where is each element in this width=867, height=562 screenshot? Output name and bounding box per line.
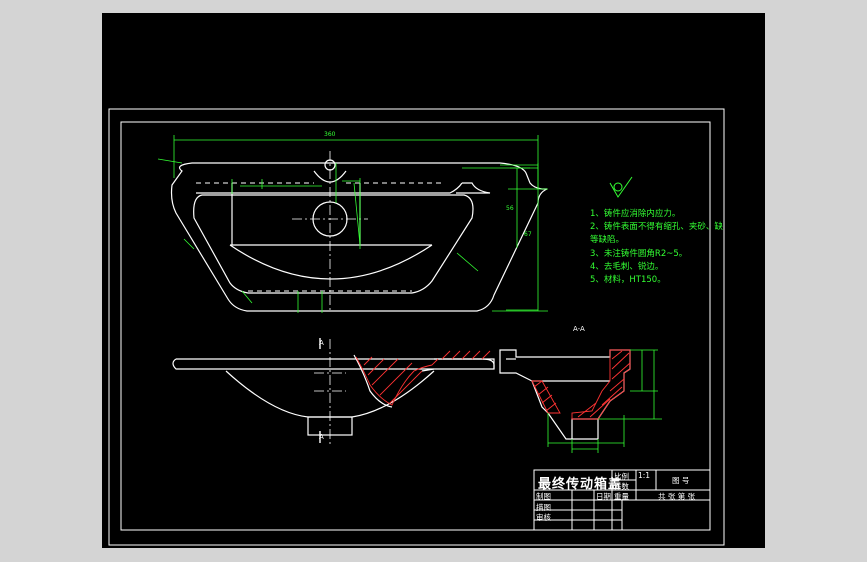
note-3: 3、未注铸件圆角R2~5。: [590, 249, 688, 259]
top-view-outer-outline: [170, 162, 548, 312]
dim-height-right: 67: [524, 231, 532, 238]
inner-frame: [120, 121, 711, 531]
dim-height-inner: 56: [506, 205, 514, 212]
front-view-hatch: [355, 350, 491, 406]
drawing-no-label: 图 号: [672, 476, 690, 485]
surface-finish-symbol: [609, 176, 633, 198]
section-view: [499, 349, 631, 440]
top-view-inner-outline: [193, 182, 491, 294]
part-title: 最终传动箱盖: [538, 477, 623, 492]
top-view-hidden: [196, 182, 442, 292]
top-view-dimensions: [157, 135, 548, 313]
dim-overall-width: 360: [324, 131, 336, 138]
section-hatch: [531, 349, 631, 420]
note-2: 2、铸件表面不得有缩孔、夹砂、缺: [590, 222, 723, 232]
note-1: 1、铸件应消除内应力。: [590, 209, 681, 219]
cad-drawing: [108, 108, 725, 546]
section-dimensions: [547, 349, 662, 453]
cut-label-bottom: A: [319, 433, 324, 441]
checked-by-label: 描图: [536, 503, 551, 512]
outer-frame: [108, 108, 725, 546]
note-4: 4、去毛刺、锐边。: [590, 262, 664, 272]
title-block-grid: [533, 469, 711, 531]
note-2-continued: 等缺陷。: [590, 235, 625, 245]
sheet-label: 共 张 第 张: [658, 492, 696, 501]
front-view-centerlines: [314, 339, 346, 445]
date-label: 日期: [596, 492, 611, 501]
drawn-by-label: 制图: [536, 492, 551, 501]
top-view-centerlines: [292, 151, 368, 313]
note-5: 5、材料，HT150。: [590, 275, 666, 285]
front-view: [172, 354, 495, 436]
weight-label: 重量: [614, 492, 629, 501]
front-view-right-flange: [434, 358, 495, 369]
top-view-inner-bowl: [229, 244, 433, 280]
section-label: A-A: [573, 325, 585, 333]
front-view-inner-break: [353, 354, 393, 408]
front-view-broken-section: [355, 356, 439, 406]
scale-label: 比例: [614, 472, 629, 481]
front-view-rim: [172, 358, 434, 370]
approved-by-label: 审核: [536, 513, 551, 522]
cad-viewport[interactable]: 360 67 56 1、铸件应消除内应力。 2、铸件表面不得有缩孔、夹砂、缺 等…: [102, 13, 765, 548]
cut-label-top: A: [319, 339, 324, 347]
scale-value: 1:1: [638, 471, 651, 480]
section-outline: [499, 349, 631, 440]
count-label: 件数: [614, 482, 629, 491]
